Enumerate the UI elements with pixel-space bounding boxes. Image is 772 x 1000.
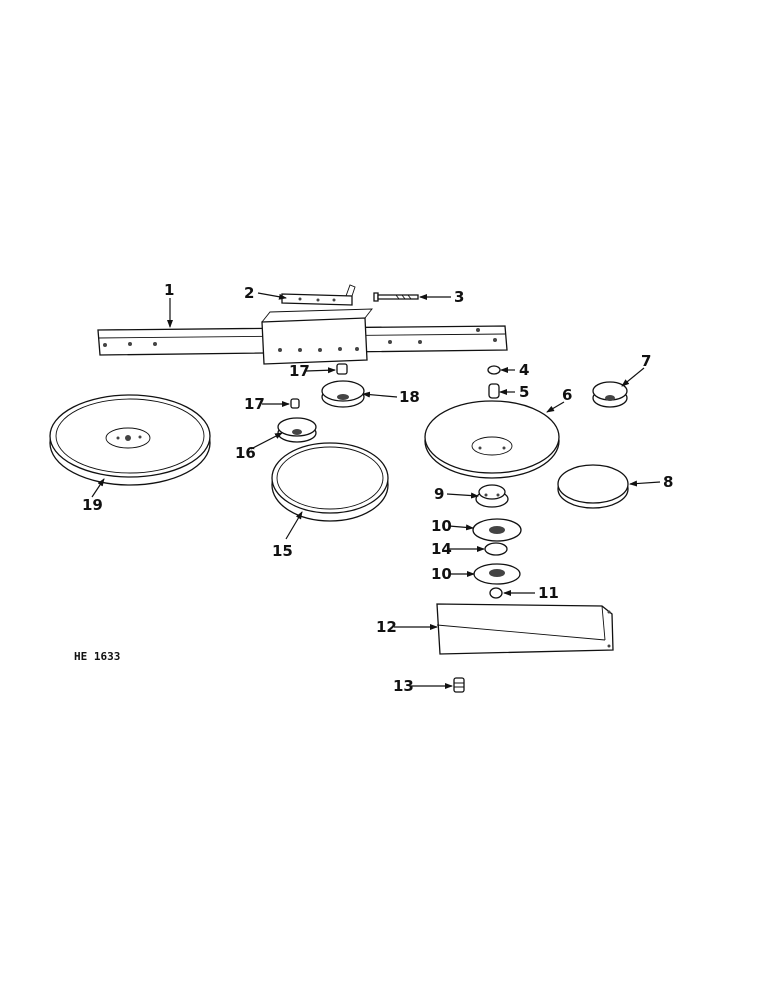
callout-18: 18	[399, 388, 420, 406]
callout-10-upper: 10	[431, 517, 452, 535]
callout-19: 19	[82, 496, 103, 514]
callout-5: 5	[519, 383, 529, 401]
pulley-part	[277, 417, 317, 443]
bolt-part	[373, 292, 419, 302]
bushing-lower-part	[290, 398, 300, 409]
callout-8: 8	[663, 473, 673, 491]
flange-lower-part	[473, 563, 521, 585]
large-pulley-part	[424, 400, 560, 479]
flange-upper-part	[472, 518, 522, 542]
callout-17-upper: 17	[289, 362, 310, 380]
pin-part	[488, 383, 500, 399]
callout-3: 3	[454, 288, 464, 306]
frame-bar-part	[97, 308, 508, 365]
bushing-upper-part	[336, 363, 348, 375]
screw-part	[453, 677, 465, 693]
washer-part	[487, 365, 501, 375]
callout-17-lower: 17	[244, 395, 265, 413]
large-drive-pulley-part	[49, 394, 211, 486]
spacer-part	[484, 542, 508, 556]
idler-pulley-part	[321, 380, 365, 408]
callout-13: 13	[393, 677, 414, 695]
callout-6: 6	[562, 386, 572, 404]
shield-part	[436, 603, 614, 655]
belt-part	[557, 464, 629, 509]
callout-4: 4	[519, 361, 529, 379]
callout-1: 1	[164, 281, 174, 299]
nut-part	[489, 587, 503, 599]
small-pulley-part	[592, 381, 628, 408]
callout-16: 16	[235, 444, 256, 462]
reference-code: HE 1633	[74, 650, 120, 663]
hub-part	[475, 484, 509, 508]
callout-12: 12	[376, 618, 397, 636]
bracket-part	[281, 284, 356, 306]
leader-lines	[91, 292, 661, 689]
callout-9: 9	[434, 485, 444, 503]
callout-10-lower: 10	[431, 565, 452, 583]
callout-14: 14	[431, 540, 452, 558]
callout-7: 7	[641, 352, 651, 370]
callout-2: 2	[244, 284, 254, 302]
belt-loops-part	[271, 442, 389, 522]
callout-11: 11	[538, 584, 559, 602]
callout-labels: 1 2 3 4 5 6 7 8 9 10 10 11 12 13 14 15 1…	[82, 281, 673, 695]
callout-15: 15	[272, 542, 293, 560]
